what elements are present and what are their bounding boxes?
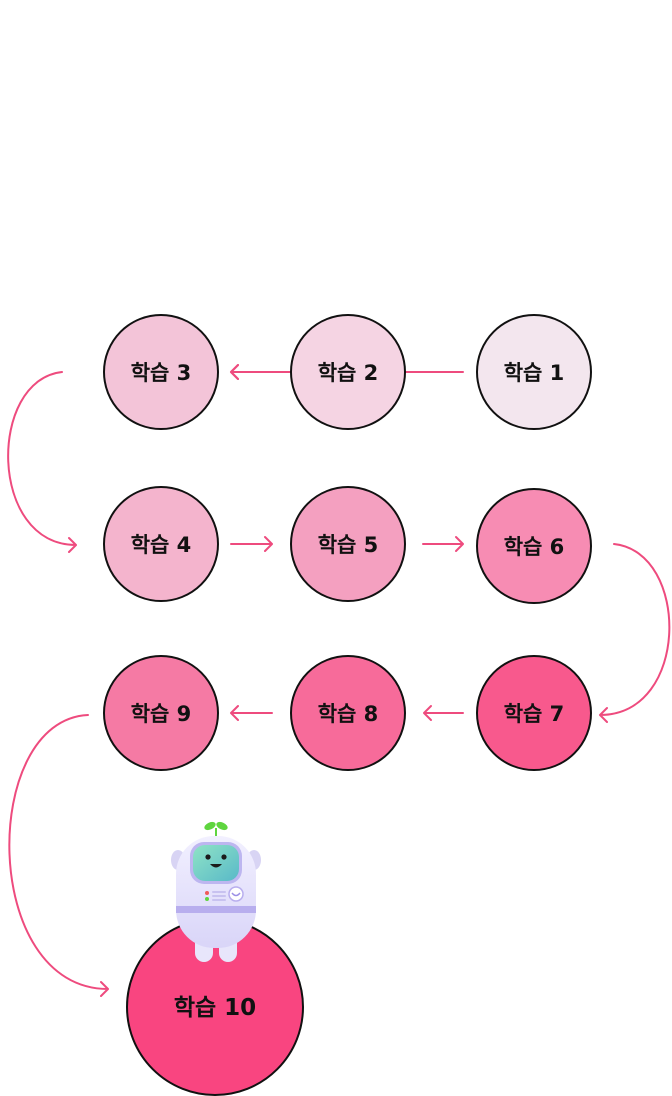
node-circle: [103, 314, 219, 430]
node-circle: [103, 486, 219, 602]
node-label: 학습 2: [318, 361, 379, 385]
node-label: 학습 1: [504, 361, 565, 385]
node-circle: [290, 486, 406, 602]
arrow-straight-5: [423, 705, 464, 721]
arrow-straight-3: [230, 536, 273, 552]
node-8: 학습 8: [290, 655, 406, 771]
nodes: 학습 1 학습 2 학습 3 학습 4 학습 5 학습 6 학습 7 학습 8 학습 9 학습 1…: [103, 314, 592, 1096]
node-6: 학습 6: [476, 488, 592, 604]
node-9: 학습 9: [103, 655, 219, 771]
node-5: 학습 5: [290, 486, 406, 602]
node-label: 학습 9: [131, 702, 192, 726]
connectors: [7, 364, 671, 997]
astronaut-robot-icon: [171, 821, 261, 962]
node-1: 학습 1: [476, 314, 592, 430]
node-circle: [476, 488, 592, 604]
node-label: 학습 4: [131, 533, 192, 557]
node-label: 학습 10: [174, 995, 256, 1021]
arrow-straight-6: [230, 705, 273, 721]
node-label: 학습 6: [504, 535, 565, 559]
node-circle: [103, 655, 219, 771]
arrow-straight-2: [230, 364, 273, 380]
node-circle: [290, 655, 406, 771]
node-label: 학습 3: [131, 361, 192, 385]
node-4: 학습 4: [103, 486, 219, 602]
node-circle: [290, 314, 406, 430]
arrow-curve-3-4: [7, 371, 77, 553]
node-label: 학습 5: [318, 533, 379, 557]
arrow-straight-4: [422, 536, 464, 552]
node-circle: [476, 655, 592, 771]
arrow-curve-9-10: [8, 714, 109, 997]
node-label: 학습 7: [504, 702, 565, 726]
node-3: 학습 3: [103, 314, 219, 430]
node-circle: [476, 314, 592, 430]
arrow-curve-6-7: [599, 543, 671, 723]
node-label: 학습 8: [318, 702, 379, 726]
node-2: 학습 2: [290, 314, 406, 430]
node-7: 학습 7: [476, 655, 592, 771]
